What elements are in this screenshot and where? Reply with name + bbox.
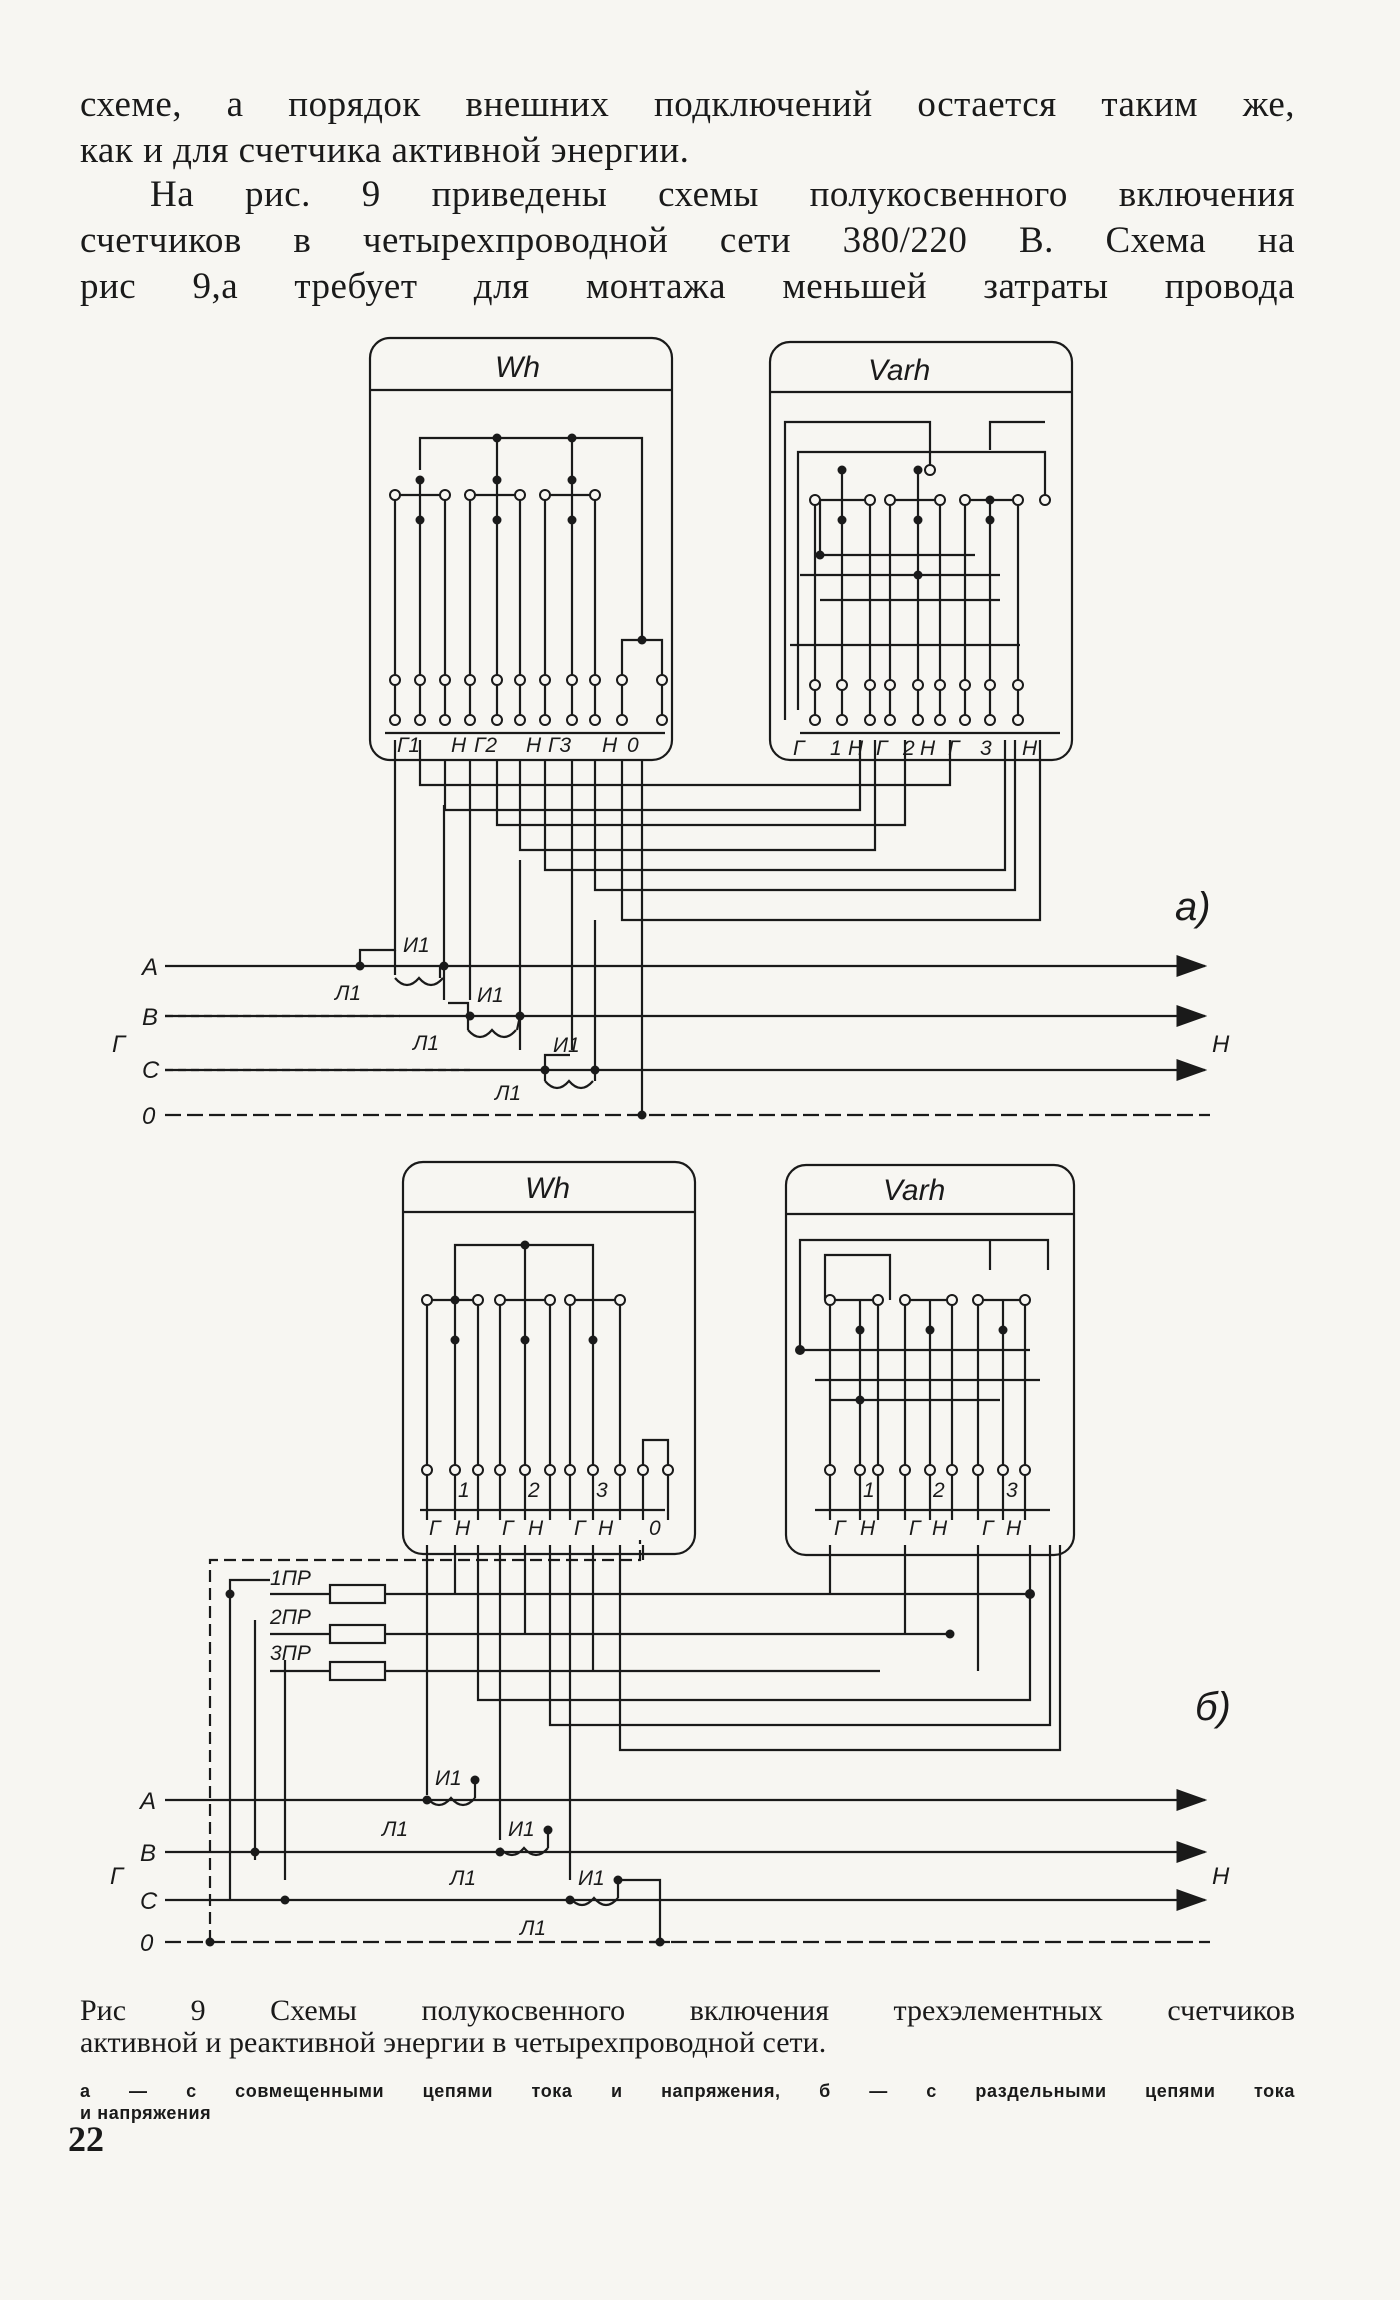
line-label: 0 [140,1930,154,1957]
wh-title-b: Wh [525,1172,570,1205]
element-label: 3 [596,1479,608,1502]
line-label: В [140,1840,156,1867]
element-label: 1 [863,1479,875,1502]
varh-meter-a-box [768,340,1074,762]
wh-title-a: Wh [495,351,540,384]
element-label: 2 [527,1479,540,1502]
caption-line: активной и реактивной энергии в четырехп… [80,2026,827,2059]
terminal-label: Н [526,734,542,757]
varh-title-a: Varh [868,354,930,387]
ct-label: Л1 [411,1032,439,1055]
diagram-a [165,336,1210,1117]
terminal-label: Г [876,737,889,760]
load-label: Н [1212,1863,1230,1890]
terminal-label: Н [920,737,936,760]
fuse-1pr [328,1583,387,1605]
caption-line: Рис 9 Схемы полукосвенного включения тре… [80,1994,1295,2027]
terminal-label: Н [1022,737,1038,760]
varh-meter-b-box [784,1163,1076,1557]
panel-label-a: а) [1175,885,1211,929]
terminal-label: Г1 [397,734,420,757]
fuse-label: 2ПР [269,1606,311,1629]
diagram-b [165,1160,1210,1944]
ct-label: И1 [435,1767,462,1790]
terminal-label: 1 [830,737,842,760]
ct-label: Л1 [518,1917,546,1940]
terminal-label: Г [574,1517,587,1540]
line-label: А [138,1788,156,1815]
fuse-2pr [328,1623,387,1645]
terminal-label: Г [948,737,961,760]
terminal-label: Н [451,734,467,757]
terminal-label: Н [1006,1517,1022,1540]
legend-line: а — с совмещенными цепями тока и напряже… [80,2081,1295,2101]
fuse-label: 3ПР [270,1642,311,1665]
text-line: как и для счетчика активной энергии. [80,130,690,171]
terminal-label: Г [429,1517,442,1540]
ct-b-phase-b [499,1846,549,1857]
ct-a-phase-b [467,1028,517,1039]
line-label: А [140,954,158,981]
terminal-label: Н [860,1517,876,1540]
line-label: С [140,1888,158,1915]
page-number: 22 [68,2119,104,2159]
load-label: Н [1212,1031,1230,1058]
element-label: 2 [932,1479,945,1502]
varh-title-b: Varh [883,1174,945,1207]
ct-label: Л1 [333,982,361,1005]
ct-label: И1 [403,934,430,957]
ct-a-phase-a [394,976,444,987]
terminal-label: Н [932,1517,948,1540]
terminal-label: Г [982,1517,995,1540]
terminal-label: Г [834,1517,847,1540]
figure-caption-legend: а — с совмещенными цепями тока и напряже… [80,2080,1295,2124]
text-line: схеме, а порядок внешних подключений ост… [80,84,1295,125]
element-label: 3 [1006,1479,1018,1502]
ct-label: И1 [477,984,504,1007]
source-label: Г [110,1863,125,1890]
terminal-label: 0 [627,734,639,757]
text-line: На рис. 9 приведены схемы полукосвенного… [150,174,1295,215]
ct-label: Л1 [493,1082,521,1105]
terminal-label: Н [602,734,618,757]
panel-label-b: б) [1195,1685,1231,1729]
paragraph-fig9-intro: На рис. 9 приведены схемы полукосвенного… [80,172,1295,310]
terminal-label: 0 [649,1517,661,1540]
terminal-label: Г3 [548,734,571,757]
ct-b-phase-a [426,1796,476,1807]
terminal-label: Г [502,1517,515,1540]
terminal-label: 3 [980,737,992,760]
ct-label: Л1 [448,1867,476,1890]
terminal-label: 2 [902,737,915,760]
terminal-label: Н [528,1517,544,1540]
legend-line: и напряжения [80,2103,212,2123]
figure-caption-title: Рис 9 Схемы полукосвенного включения тре… [80,1995,1295,2059]
line-label: 0 [142,1103,156,1130]
ct-label: И1 [578,1867,605,1890]
terminal-label: Г [793,737,806,760]
ct-label: И1 [508,1818,535,1841]
terminal-label: Н [455,1517,471,1540]
ct-label: Л1 [380,1818,408,1841]
text-line: рис 9,а требует для монтажа меньшей затр… [80,266,1295,307]
terminal-label: Г2 [474,734,497,757]
line-label: В [142,1004,158,1031]
element-label: 1 [458,1479,470,1502]
ct-a-phase-c [544,1079,594,1090]
fuse-label: 1ПР [270,1567,311,1590]
paragraph-continuation: схеме, а порядок внешних подключений ост… [80,82,1295,174]
fuse-3pr [328,1660,387,1682]
source-label: Г [112,1031,127,1058]
ct-label: И1 [553,1034,580,1057]
terminal-label: Н [848,737,864,760]
ct-b-phase-c [569,1896,619,1907]
text-line: счетчиков в четырехпроводной сети 380/22… [80,220,1295,261]
line-label: С [142,1057,160,1084]
terminal-label: Г [909,1517,922,1540]
terminal-label: Н [598,1517,614,1540]
